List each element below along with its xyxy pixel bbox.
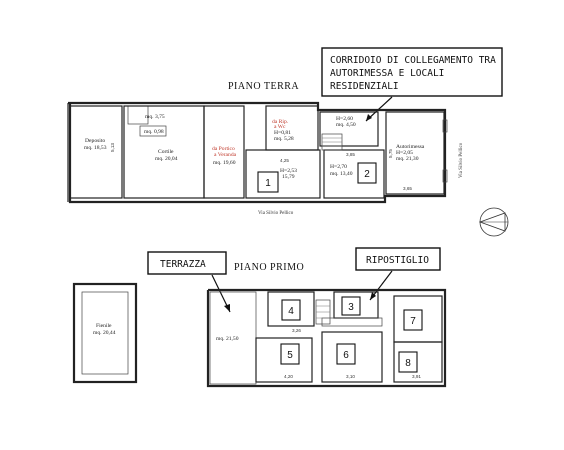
pt-corridor-area: mq. 4,50 xyxy=(336,122,356,128)
pp-room5 xyxy=(255,337,313,383)
callout-ripostiglio-text: RIPOSTIGLIO xyxy=(366,255,429,266)
callout-terrazza: TERRAZZA xyxy=(147,251,231,313)
pt-outer-wall xyxy=(68,101,447,204)
pp-dim-310: 3,10 xyxy=(346,374,355,379)
callout-ripostiglio-box xyxy=(355,247,441,271)
pp-outer-wall xyxy=(206,288,447,388)
pt-cortile-name: Cortile xyxy=(158,149,174,155)
callout-ripostiglio: RIPOSTIGLIO xyxy=(355,247,441,301)
pt-portico-name2: a Veranda xyxy=(214,152,237,158)
pt-autorimessa-room xyxy=(385,111,445,195)
pp-dim-420: 4,20 xyxy=(284,374,293,379)
pt-portico-room xyxy=(203,105,245,199)
pt-ripwc-area: mq. 5,28 xyxy=(274,136,294,142)
callout-terrazza-box xyxy=(147,251,227,275)
number-box-3: 3 xyxy=(341,296,361,316)
pt-room1-area: 15,79 xyxy=(282,174,295,180)
pt-deposito-area: mq. 18,53 xyxy=(84,145,107,151)
pp-dim-391: 3,91 xyxy=(412,374,421,379)
svg-text:8: 8 xyxy=(405,358,411,369)
pt-room1-h: H=2,53 xyxy=(280,168,297,174)
svg-text:6: 6 xyxy=(343,350,349,361)
pt-window xyxy=(442,169,448,183)
svg-text:5: 5 xyxy=(287,350,293,361)
pt-ripwc-h: H=0,81 xyxy=(274,130,291,136)
svg-text:2: 2 xyxy=(364,169,370,180)
pt-room2 xyxy=(323,149,385,199)
piano-terra-title: PIANO TERRA xyxy=(228,81,299,92)
pt-cortile-area: mq. 20,04 xyxy=(155,156,178,162)
number-box-1: 1 xyxy=(257,171,279,193)
pt-dim-513: 5,13 xyxy=(110,143,115,152)
pt-autorimessa-name: Autorimessa xyxy=(396,144,425,150)
pp-dim-326: 3,26 xyxy=(292,328,301,333)
pt-dim-575: 5,75 xyxy=(388,149,393,158)
svg-text:7: 7 xyxy=(410,316,416,327)
pt-ripwc-name2: a Wc xyxy=(274,124,286,130)
pp-corridor xyxy=(321,317,383,327)
piano-primo-title: PIANO PRIMO xyxy=(234,262,304,273)
pt-dim-365: 3,65 xyxy=(403,186,412,191)
pt-street-label: Via Silvio Pellico xyxy=(258,211,294,216)
svg-text:4: 4 xyxy=(288,306,294,317)
pp-fienile-area: mq. 20,44 xyxy=(93,330,116,336)
pp-room8 xyxy=(393,341,443,383)
callout-terrazza-text: TERRAZZA xyxy=(160,259,206,270)
pp-stairs xyxy=(315,299,331,325)
pt-small-area: mq. 3,75 xyxy=(145,114,165,120)
callout-corridoio-arrowhead xyxy=(366,114,372,121)
callout-corridoio-line1: CORRIDOIO DI COLLEGAMENTO TRA xyxy=(330,55,496,66)
number-box-2: 2 xyxy=(357,162,377,184)
callout-corridoio: CORRIDOIO DI COLLEGAMENTO TRA AUTORIMESS… xyxy=(321,47,503,122)
svg-text:1: 1 xyxy=(265,178,271,189)
pt-portico-name1: da Portico xyxy=(212,146,235,152)
pt-dim-385: 3,85 xyxy=(346,152,355,157)
pt-stairs xyxy=(321,133,343,151)
callout-corridoio-line2: AUTORIMESSA E LOCALI xyxy=(330,68,444,79)
pp-fienile-inner xyxy=(81,291,129,375)
pt-room2-h: H=2,70 xyxy=(330,164,347,170)
pt-room1 xyxy=(245,149,321,199)
number-box-8: 8 xyxy=(398,351,418,373)
pp-fienile-room xyxy=(72,282,138,384)
pt-deposito-room xyxy=(69,105,123,199)
pt-small-area2: mq. 0,98 xyxy=(144,129,164,135)
pp-room6 xyxy=(321,331,383,383)
pp-terrace-area: mq. 21,50 xyxy=(216,336,239,342)
number-box-7: 7 xyxy=(403,309,423,331)
pp-room4 xyxy=(267,291,315,327)
pt-street-side-label: Via Silvio Pellico xyxy=(459,142,464,178)
svg-text:3: 3 xyxy=(348,302,354,313)
north-arrow-icon xyxy=(478,207,509,237)
pt-room2-area: mq. 13,40 xyxy=(330,171,353,177)
pt-small-store2 xyxy=(139,125,167,137)
pt-deposito-name: Deposito xyxy=(85,138,105,144)
pt-autorimessa-area: mq. 21,30 xyxy=(396,156,419,162)
piano-terra-plan: Deposito mq. 18,53 5,13 mq. 3,75 mq. 0,9… xyxy=(67,101,464,216)
number-box-6: 6 xyxy=(336,343,356,365)
pp-fienile-name: Fienile xyxy=(96,323,112,329)
callout-corridoio-line3: RESIDENZIALI xyxy=(330,81,399,92)
piano-primo-plan: Fienile mq. 20,44 mq. 21,50 3,26 4,20 3,… xyxy=(72,282,447,388)
pt-corridor-h: H=2,60 xyxy=(336,116,353,122)
pt-corridor-room xyxy=(319,111,379,147)
pt-autorimessa-h: H=2,05 xyxy=(396,150,413,156)
number-box-5: 5 xyxy=(280,343,300,365)
pt-dim-425: 4,25 xyxy=(280,158,289,163)
callout-terrazza-arrowhead xyxy=(224,304,230,312)
callout-ripostiglio-arrowhead xyxy=(370,292,376,300)
pt-portico-area: mq. 19,60 xyxy=(213,160,236,166)
callout-corridoio-box xyxy=(321,47,503,97)
pt-window xyxy=(442,119,448,133)
pt-ripwc-name1: da Rip. xyxy=(272,119,289,125)
number-box-4: 4 xyxy=(281,299,301,321)
